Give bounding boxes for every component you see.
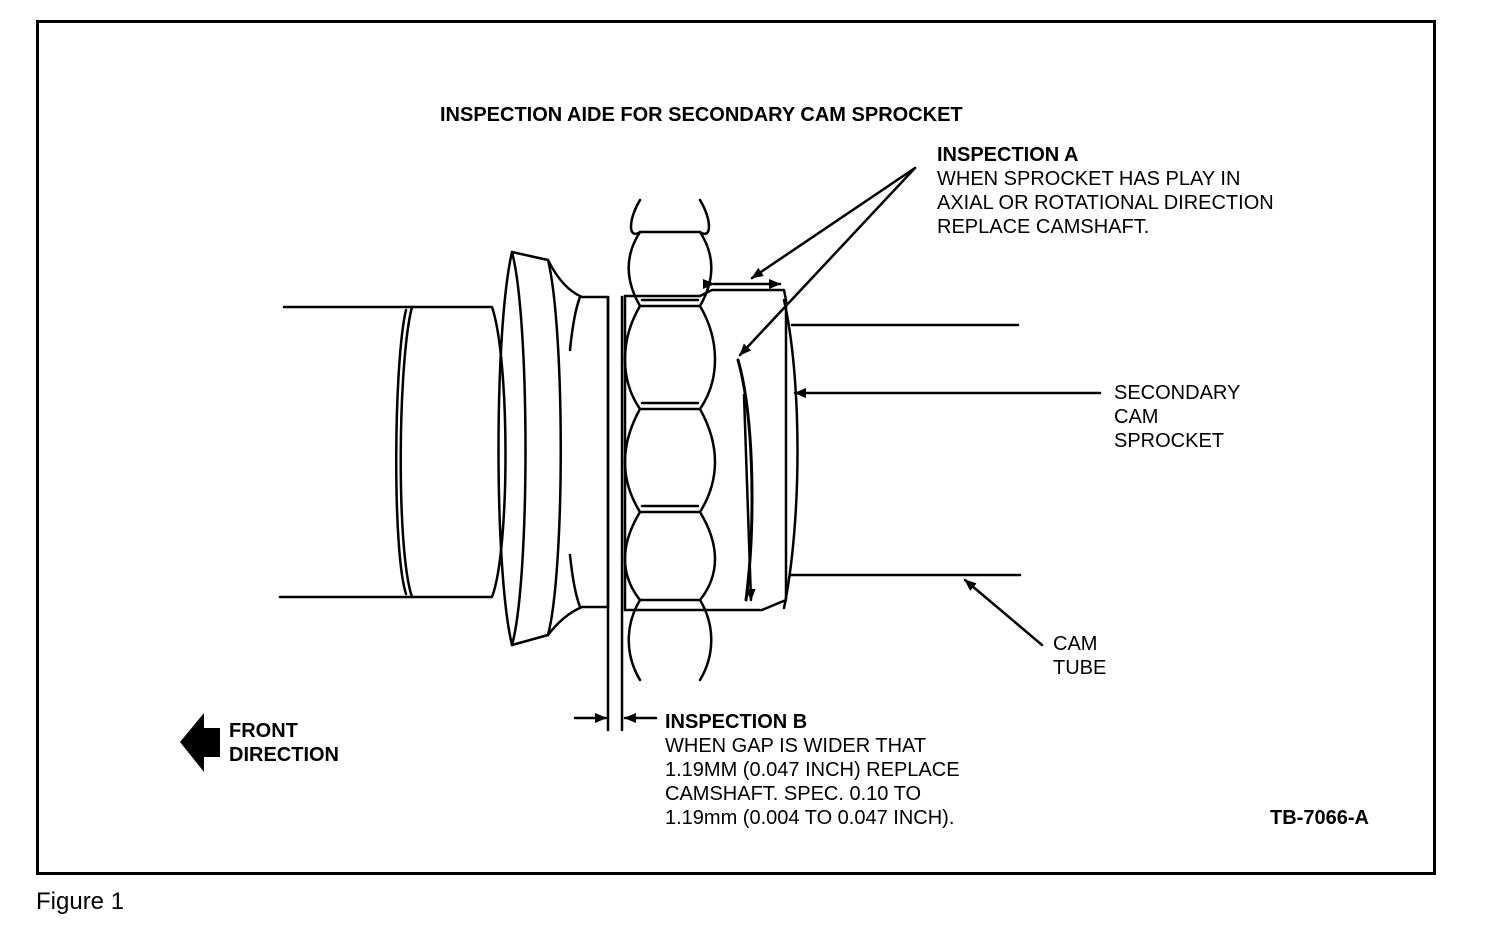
front-direction-arrow-icon <box>180 713 220 772</box>
label-line: CAM <box>1053 633 1098 655</box>
diagram-title: INSPECTION AIDE FOR SECONDARY CAM SPROCK… <box>440 104 963 126</box>
label-line: TUBE <box>1053 657 1107 679</box>
label-line: FRONT <box>229 720 298 742</box>
label-line: CAM <box>1114 406 1159 428</box>
chain <box>623 198 717 682</box>
inspection-b-line: CAMSHAFT. SPEC. 0.10 TO <box>665 783 922 805</box>
cam-tube-pointer <box>963 578 1044 647</box>
cam-tube-label: CAM TUBE <box>1053 632 1106 680</box>
front-direction-label: FRONT DIRECTION <box>229 719 339 767</box>
inspection-b-line: 1.19MM (0.047 INCH) REPLACE <box>665 759 960 781</box>
inspection-b-note: INSPECTION B WHEN GAP IS WIDER THAT 1.19… <box>665 710 960 830</box>
figure-frame <box>36 20 1436 875</box>
label-line: SECONDARY <box>1114 382 1241 404</box>
inspection-a-line: AXIAL OR ROTATIONAL DIRECTION <box>937 192 1274 214</box>
reference-code: TB-7066-A <box>1270 807 1369 829</box>
inspection-b-line: WHEN GAP IS WIDER THAT <box>665 735 927 757</box>
label-line: DIRECTION <box>229 744 339 766</box>
inspection-a-arrows <box>703 166 917 602</box>
inspection-a-line: WHEN SPROCKET HAS PLAY IN <box>937 168 1241 190</box>
label-line: SPROCKET <box>1114 430 1225 452</box>
inspection-a-note: INSPECTION A WHEN SPROCKET HAS PLAY IN A… <box>937 143 1274 239</box>
inspection-b-heading: INSPECTION B <box>665 711 808 733</box>
gap-lines <box>606 295 624 732</box>
flange <box>497 250 610 647</box>
inspection-a-heading: INSPECTION A <box>937 144 1079 166</box>
inspection-a-line: REPLACE CAMSHAFT. <box>937 216 1150 238</box>
inspection-b-line: 1.19mm (0.004 TO 0.047 INCH). <box>665 807 955 829</box>
cam-tube <box>788 323 1022 577</box>
left-shaft <box>278 305 507 599</box>
sprocket-body <box>623 288 799 612</box>
figure-caption: Figure 1 <box>36 888 125 915</box>
secondary-cam-sprocket-label: SECONDARY CAM SPROCKET <box>1114 381 1240 453</box>
